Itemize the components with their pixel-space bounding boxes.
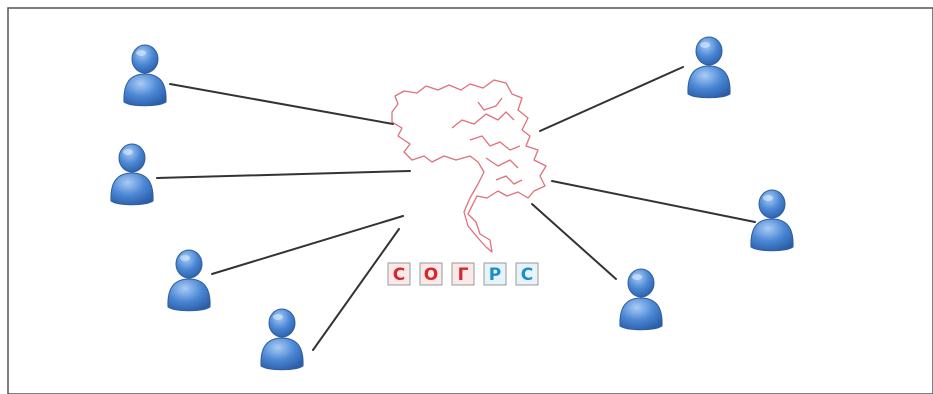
logo-letter-2: О (424, 265, 438, 285)
user-icon (123, 44, 167, 107)
map-outline (391, 79, 547, 253)
connector-user-1 (169, 83, 394, 125)
logo-letter-4: Р (489, 265, 501, 285)
connector-user-6 (551, 180, 756, 223)
user-icon (260, 308, 304, 371)
logo-box-5 (515, 262, 539, 286)
connector-user-5 (539, 66, 684, 132)
logo-box-2 (419, 262, 443, 286)
user-icon (619, 268, 663, 331)
user-icon (110, 143, 154, 206)
user-icon (750, 189, 794, 252)
frame-border (7, 7, 933, 394)
logo-box-3 (451, 262, 475, 286)
connector-user-4 (312, 228, 400, 351)
logo-letter-1: С (393, 265, 405, 285)
logo-letter-5: С (521, 265, 533, 285)
connector-lines (156, 66, 756, 351)
user-icon (687, 36, 731, 99)
logo-letter-3: Г (458, 265, 469, 285)
connector-user-2 (156, 170, 411, 179)
sogrs-logo: С О Г Р С (387, 262, 539, 286)
logo-box-4 (483, 262, 507, 286)
connector-user-3 (211, 215, 404, 275)
connector-user-7 (531, 203, 617, 280)
logo-box-1 (387, 262, 411, 286)
user-icon (167, 249, 211, 312)
